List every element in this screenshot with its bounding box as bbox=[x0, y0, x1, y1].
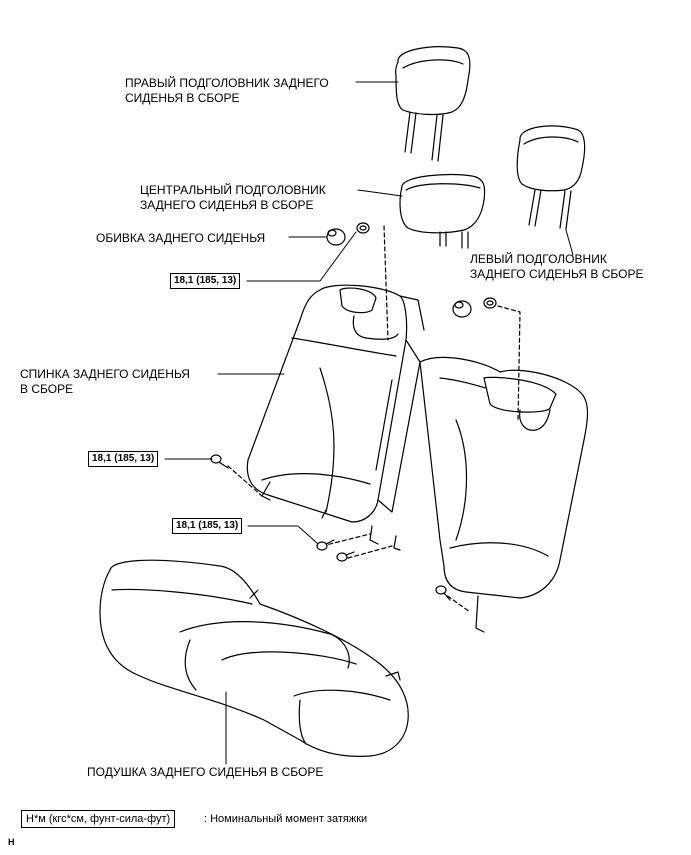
left-headrest-drawing bbox=[516, 125, 586, 230]
torque-legend-description: : Номинальный момент затяжки bbox=[204, 813, 368, 825]
torque-unit-legend-box: Н*м (кгс*см, фунт-сила-фут) bbox=[21, 810, 176, 828]
left-headrest-label: ЛЕВЫЙ ПОДГОЛОВНИК ЗАДНЕГО СИДЕНЬЯ В СБОР… bbox=[470, 252, 643, 282]
torque-spec-box: 18,1 (185, 13) bbox=[88, 451, 159, 467]
torque-spec-box: 18,1 (185, 13) bbox=[170, 273, 241, 289]
center-headrest-label-line-1: ЦЕНТРАЛЬНЫЙ ПОДГОЛОВНИК bbox=[140, 183, 326, 197]
leader-lines bbox=[164, 81, 574, 765]
rear-seat-trim-label: ОБИВКА ЗАДНЕГО СИДЕНЬЯ bbox=[96, 231, 266, 245]
center-headrest-label-line-2: ЗАДНЕГО СИДЕНЬЯ В СБОРЕ bbox=[140, 198, 314, 212]
figure-code: H bbox=[8, 837, 15, 847]
seatback-label-line-2: В СБОРЕ bbox=[20, 382, 74, 396]
trim-caps-drawing bbox=[326, 222, 497, 318]
right-headrest-label: ПРАВЫЙ ПОДГОЛОВНИК ЗАДНЕГО СИДЕНЬЯ В СБО… bbox=[125, 76, 329, 106]
right-headrest-label-line-2: СИДЕНЬЯ В СБОРЕ bbox=[125, 91, 240, 105]
bolts-drawing bbox=[210, 454, 451, 601]
right-headrest-drawing bbox=[395, 46, 471, 162]
center-headrest-drawing bbox=[399, 173, 486, 249]
torque-spec-box: 18,1 (185, 13) bbox=[172, 518, 243, 534]
right-headrest-label-line-1: ПРАВЫЙ ПОДГОЛОВНИК ЗАДНЕГО bbox=[125, 76, 329, 90]
center-headrest-label: ЦЕНТРАЛЬНЫЙ ПОДГОЛОВНИК ЗАДНЕГО СИДЕНЬЯ … bbox=[140, 183, 326, 213]
left-headrest-label-line-2: ЗАДНЕГО СИДЕНЬЯ В СБОРЕ bbox=[470, 267, 644, 281]
seatback-label: СПИНКА ЗАДНЕГО СИДЕНЬЯ В СБОРЕ bbox=[20, 367, 190, 397]
left-headrest-label-line-1: ЛЕВЫЙ ПОДГОЛОВНИК bbox=[470, 252, 607, 266]
seatback-drawing bbox=[227, 225, 589, 633]
cushion-label: ПОДУШКА ЗАДНЕГО СИДЕНЬЯ В СБОРЕ bbox=[87, 765, 324, 779]
cushion-drawing bbox=[99, 559, 409, 757]
seatback-label-line-1: СПИНКА ЗАДНЕГО СИДЕНЬЯ bbox=[20, 367, 190, 381]
